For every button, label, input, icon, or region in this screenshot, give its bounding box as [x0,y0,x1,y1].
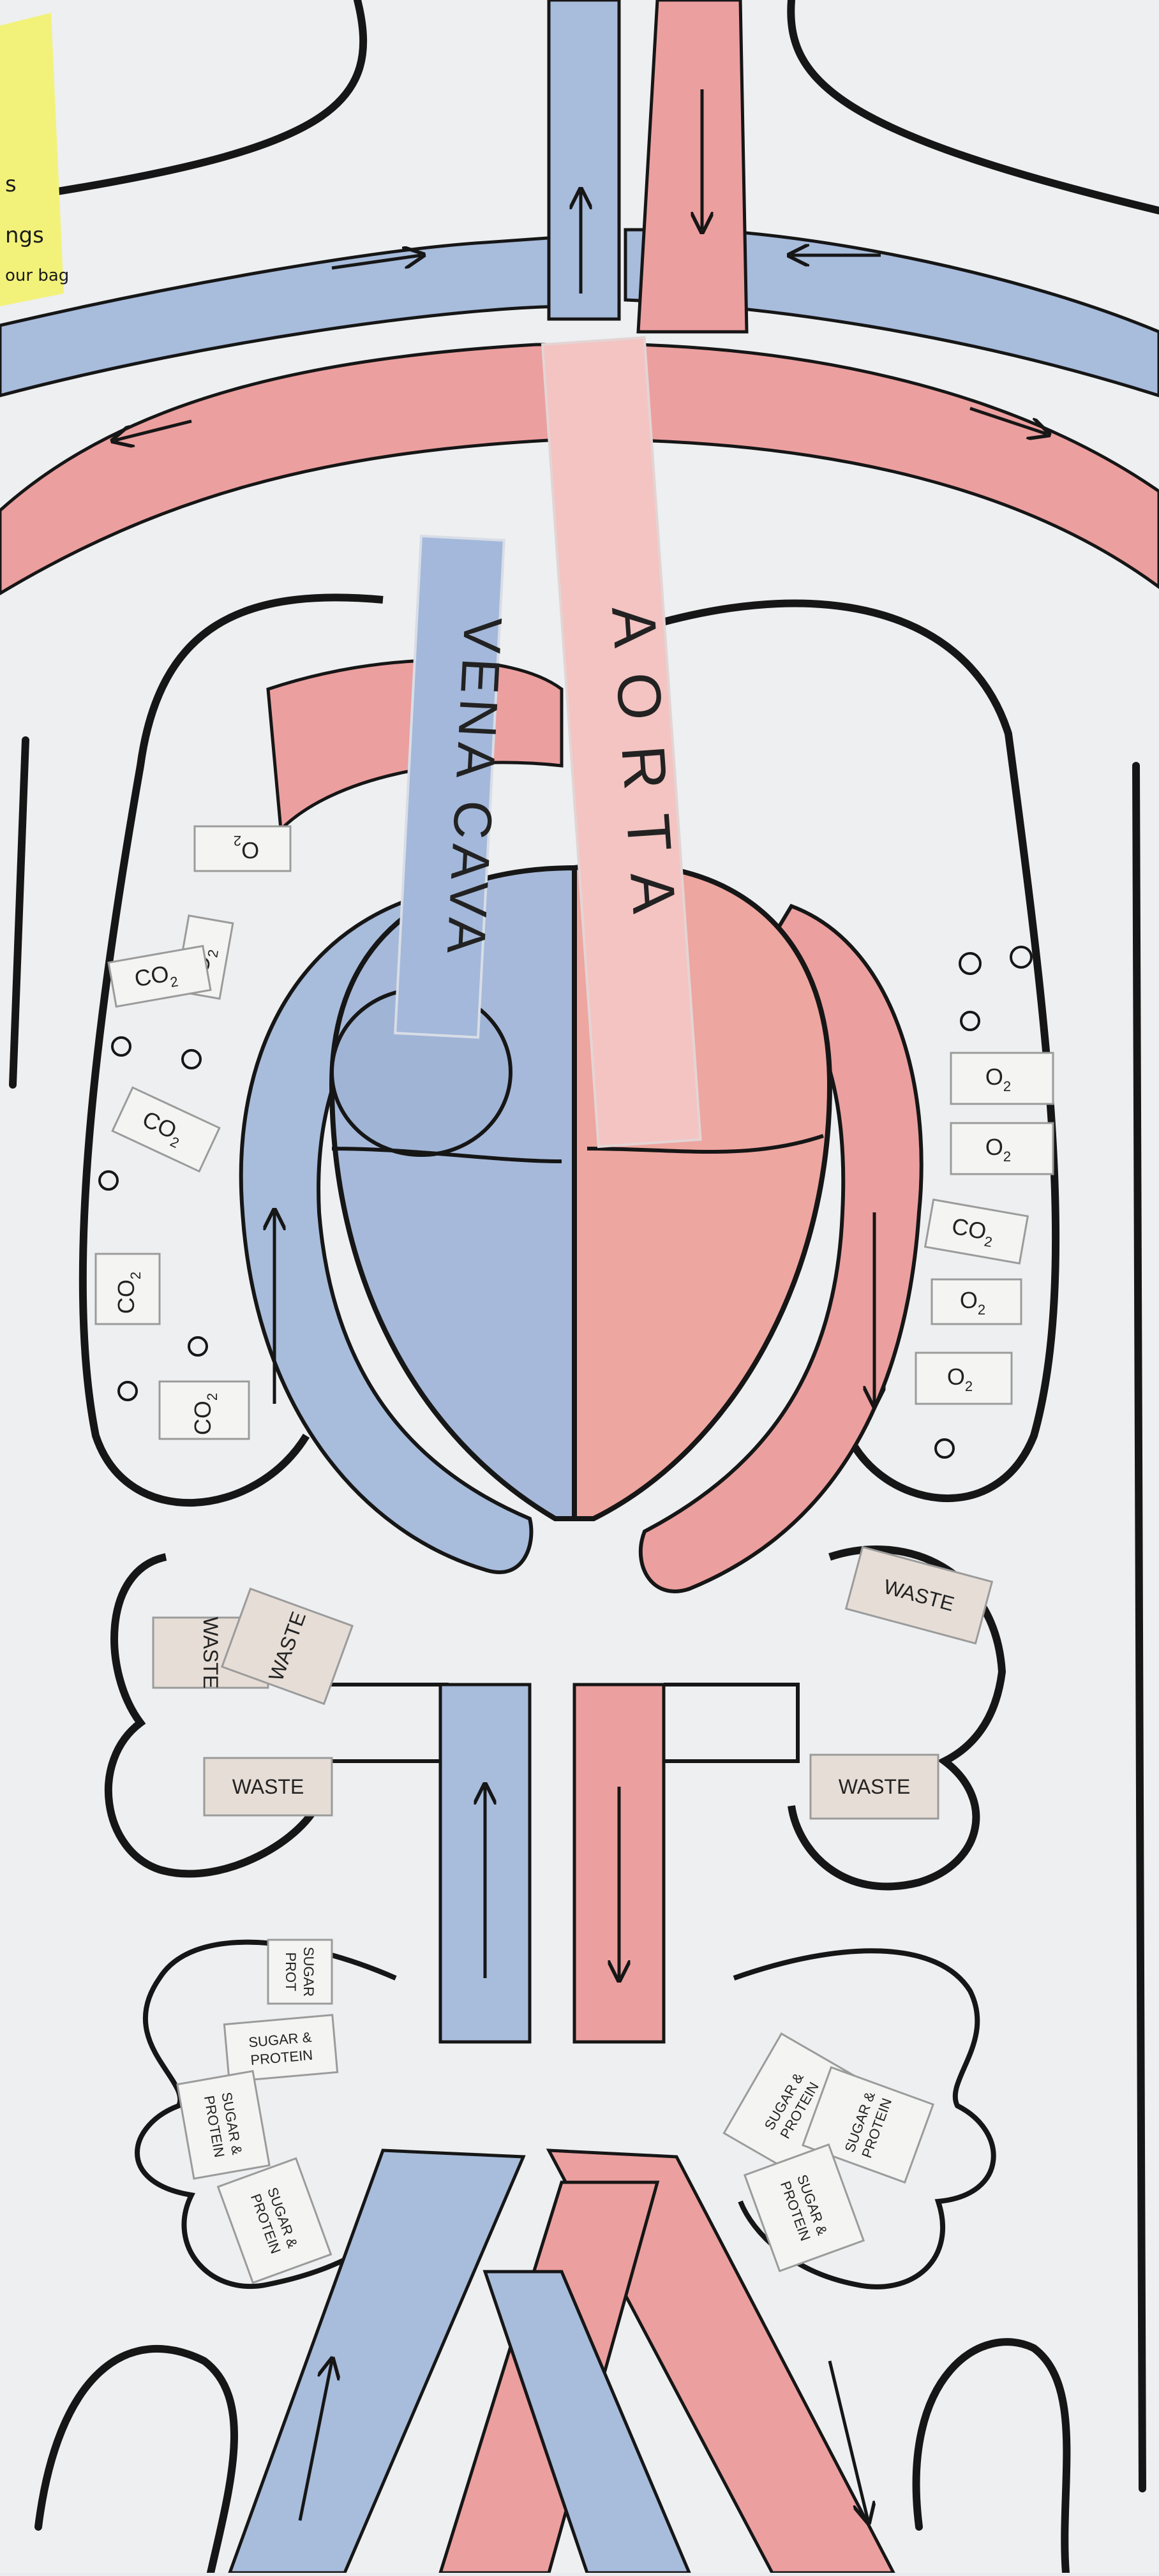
leg-vessels [227,2148,897,2575]
intestines-outline [135,1939,996,2289]
waste-tag: WASTE [220,1587,354,1706]
co2-tag: CO2 [111,1086,221,1173]
sugar-protein-tag: SUGAR &PROTEIN [223,2014,339,2083]
sugar-protein-tag: SUGAR &PROTEIN [801,2066,935,2184]
upper-red-vessel [0,343,1159,595]
right-leg-outline [912,2338,1071,2576]
sticky-note: s ngs our bag [0,13,69,306]
neck-left-outline [54,0,368,195]
body-outline [9,0,1159,2576]
svg-text:O2: O2 [960,1287,985,1318]
sticky-note-line-3: our bag [5,266,69,285]
o2-tag: O2 [915,1351,1013,1405]
left-kidney-outline [104,1553,323,1878]
right-intestine-outline [733,1948,996,2289]
left-intestine-outline [135,1939,411,2289]
co2-tag: CO2 [94,1253,161,1325]
svg-text:PROT: PROT [283,1952,299,1991]
sticky-note-paper [0,13,64,306]
sugar-protein-tag: SUGAR &PROTEIN [743,2143,865,2273]
left-leg-outline [34,2344,238,2576]
o2-tag: O2 [950,1122,1054,1175]
sticky-note-line-2: ngs [5,223,44,248]
neck-right-outline [787,0,1159,214]
waste-tag: WASTE [809,1753,939,1820]
svg-text:SUGAR: SUGAR [301,1947,317,1997]
flow-arrows [115,89,1047,2520]
left-lung-outline [79,593,384,1507]
waste-tag: WASTE [203,1757,333,1817]
o2-tag: O2 [193,825,292,872]
sugar-protein-tag: SUGAR &PROTEIN [216,2157,333,2284]
right-arm-outline [1132,762,1146,2492]
neck-blue-vessel [547,0,621,321]
svg-text:WASTE: WASTE [232,1775,304,1798]
upper-blue-vessel [0,228,1159,398]
left-arm-outline [9,736,29,1089]
o2-tag: O2 [950,1052,1054,1105]
co2-tag: CO2 [923,1198,1029,1265]
o2-tag: O2 [931,1278,1022,1325]
svg-text:WASTE: WASTE [839,1775,911,1798]
alveoli-circles [98,946,1033,1459]
tag-layer: O2O2CO2CO2CO2CO2O2O2CO2O2O2WASTEWASTEWAS… [94,825,1054,2284]
red-pulmonary-loop [638,904,923,1593]
waste-tag: WASTE [844,1545,994,1645]
neck-red-vessel [636,0,749,334]
sugar-protein-tag: SUGAR &PROTEIN [176,2069,271,2180]
blue-pulmonary-loop [239,884,534,1574]
co2-tag: CO2 [158,1380,250,1440]
sticky-note-line-1: s [5,172,17,197]
svg-text:WASTE: WASTE [199,1617,222,1689]
co2-tag: CO2 [107,944,212,1008]
